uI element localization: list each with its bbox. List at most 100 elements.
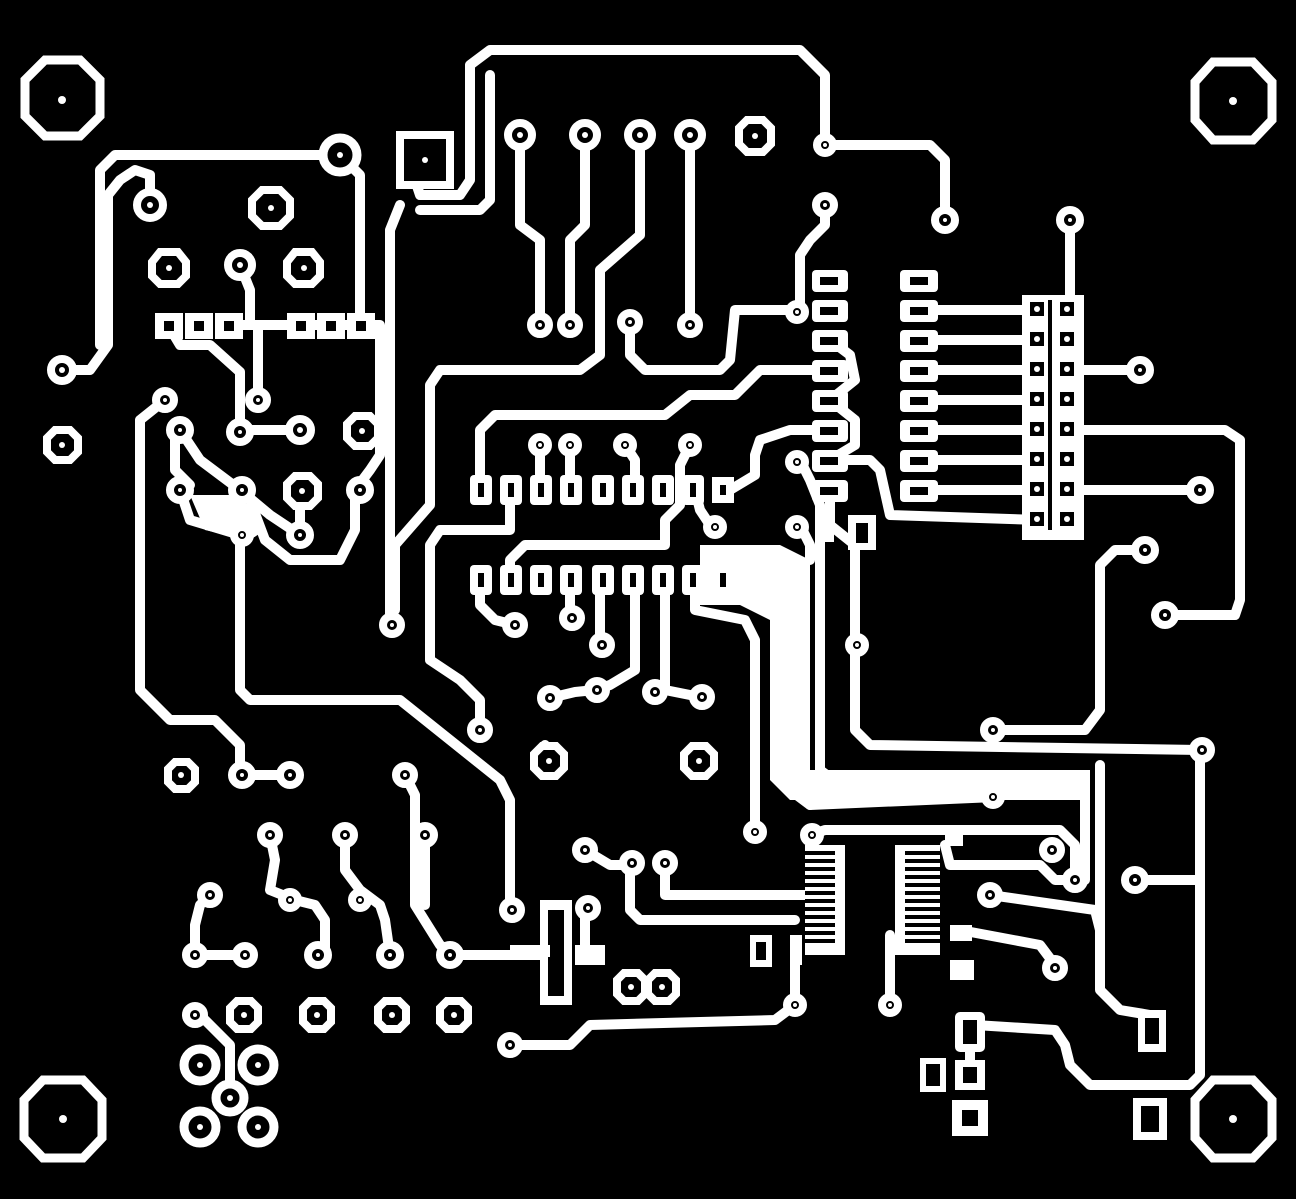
via-pad [528, 433, 552, 457]
via-pad [230, 523, 254, 547]
via-pad [652, 850, 678, 876]
via-pad [182, 942, 208, 968]
via-pad [283, 248, 324, 288]
via-pad [572, 837, 598, 863]
soic-chip-left [805, 845, 845, 955]
via-pad [1062, 867, 1088, 893]
via-pad [276, 761, 304, 789]
copper-pour [190, 495, 1090, 800]
via-pad [617, 309, 643, 335]
dip-ic-top-row [470, 475, 734, 505]
via-pad [166, 476, 194, 504]
via-pad [152, 387, 178, 413]
via-pad [977, 882, 1003, 908]
via-pad [467, 717, 493, 743]
via-pad [47, 355, 77, 385]
via-pad [148, 248, 190, 288]
via-pad [228, 761, 256, 789]
via-pad [502, 612, 528, 638]
via-pad [680, 742, 718, 780]
pin-header-2x8 [1022, 295, 1084, 540]
dip-ic-bottom-row [470, 565, 734, 595]
via-pad [800, 823, 824, 847]
mounting-hole-top-left [20, 55, 105, 141]
via-pad [537, 685, 563, 711]
via-pad [226, 418, 254, 446]
via-pad [285, 415, 315, 445]
via-pad [569, 119, 601, 151]
via-pad [166, 416, 194, 444]
via-pad [1042, 955, 1068, 981]
via-pad [1189, 737, 1215, 763]
via-pad [527, 312, 553, 338]
via-pad [812, 192, 838, 218]
via-pad [624, 119, 656, 151]
via-pad [845, 633, 869, 657]
via-pad [1131, 536, 1159, 564]
through-hole-pads [43, 116, 1215, 1148]
via-pad [392, 762, 418, 788]
via-pad [318, 133, 362, 177]
via-pad [813, 133, 837, 157]
via-pad [674, 119, 706, 151]
via-pad [980, 717, 1006, 743]
via-pad [589, 632, 615, 658]
via-pad [785, 515, 809, 539]
via-pad [374, 997, 410, 1033]
via-pad [376, 941, 404, 969]
copper-traces [57, 45, 1245, 1100]
via-pad [559, 605, 585, 631]
crystal-component [510, 900, 605, 1005]
via-pad [346, 476, 374, 504]
via-pad [530, 742, 568, 780]
via-pad [783, 993, 807, 1017]
via-pad [304, 941, 332, 969]
via-pad [283, 472, 322, 510]
via-pad [299, 997, 335, 1033]
via-pad [43, 426, 82, 464]
via-pad [644, 969, 680, 1005]
header-smd-pads [155, 313, 375, 339]
via-pad [1151, 601, 1179, 629]
via-pad [558, 433, 582, 457]
power-connector-pad [237, 1044, 279, 1086]
via-pad [1056, 206, 1084, 234]
power-connector-pad [237, 1106, 279, 1148]
via-pad [379, 612, 405, 638]
via-pad [575, 895, 601, 921]
via-pad [1121, 866, 1149, 894]
mounting-hole-bottom-right [1190, 1075, 1277, 1163]
via-pad [332, 822, 358, 848]
dip-ic-pads [470, 475, 734, 595]
square-test-pad [396, 131, 454, 189]
via-pad [1126, 356, 1154, 384]
via-pad [499, 897, 525, 923]
via-pad [232, 942, 258, 968]
power-connector-pad [211, 1079, 249, 1117]
via-pad [343, 412, 382, 450]
via-pad [785, 450, 809, 474]
via-pad [557, 312, 583, 338]
soic-chip-right [895, 845, 940, 955]
via-pad [743, 820, 767, 844]
via-pad [257, 822, 283, 848]
via-pad [278, 888, 302, 912]
via-pad [226, 997, 262, 1033]
via-pad [1186, 476, 1214, 504]
connector-column-left [812, 270, 848, 502]
smd-components [750, 515, 1167, 1140]
via-pad [677, 312, 703, 338]
via-pad [197, 882, 223, 908]
via-pad [497, 1032, 523, 1058]
via-pad [436, 997, 472, 1033]
via-pad [436, 941, 464, 969]
via-pad [689, 684, 715, 710]
via-pad [785, 300, 809, 324]
via-pad [931, 206, 959, 234]
via-pad [619, 850, 645, 876]
via-pad [245, 387, 271, 413]
via-pad [981, 785, 1005, 809]
via-pad [878, 993, 902, 1017]
